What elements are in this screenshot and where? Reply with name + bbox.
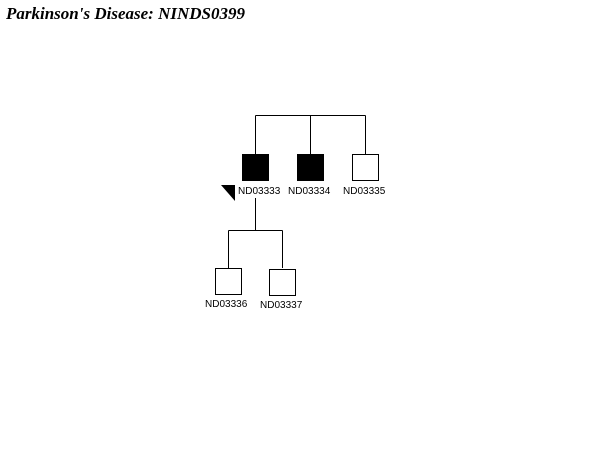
individual-label: ND03335 — [343, 186, 386, 197]
sibship-line-gen1 — [255, 115, 366, 154]
unaffected-male-symbol — [215, 268, 242, 295]
individual-label: ND03337 — [260, 300, 303, 311]
pedigree-title: Parkinson's Disease: NINDS0399 — [6, 4, 245, 23]
individual-nd03334[interactable]: ND03334 — [288, 154, 331, 198]
affected-male-symbol — [297, 154, 324, 181]
unaffected-male-symbol — [352, 154, 379, 181]
individual-nd03335[interactable]: ND03335 — [343, 154, 386, 198]
individual-nd03333[interactable]: ND03333 — [221, 154, 281, 202]
descent-line — [228, 198, 283, 268]
individual-label: ND03333 — [238, 186, 281, 197]
individual-nd03336[interactable]: ND03336 — [205, 268, 248, 311]
individual-nd03337[interactable]: ND03337 — [260, 269, 303, 312]
proband-arrow-icon — [221, 185, 235, 201]
affected-male-symbol — [242, 154, 269, 181]
individual-label: ND03336 — [205, 299, 248, 310]
unaffected-male-symbol — [269, 269, 296, 296]
individual-label: ND03334 — [288, 186, 331, 197]
